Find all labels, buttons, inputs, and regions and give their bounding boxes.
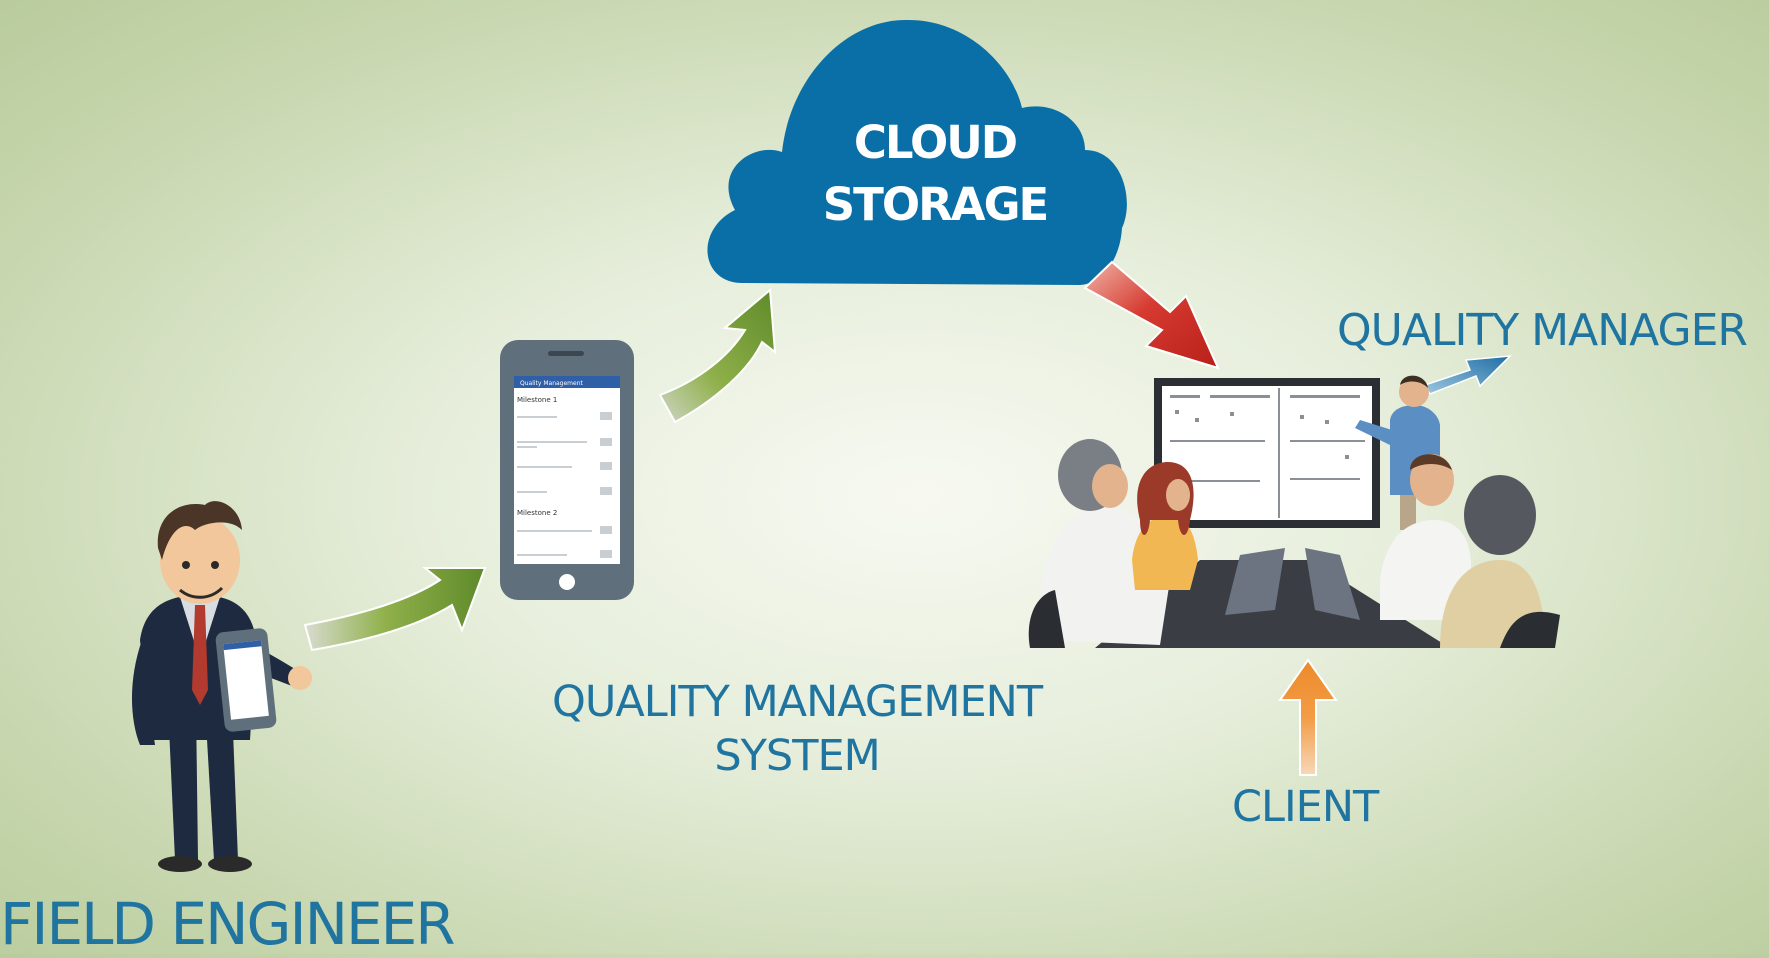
cloud-title-line2: STORAGE bbox=[823, 178, 1048, 231]
quality-manager-label: QUALITY MANAGER bbox=[1337, 305, 1748, 356]
phone-home-button bbox=[559, 574, 575, 590]
phone-section-2: Milestone 2 bbox=[517, 509, 557, 517]
field-engineer-figure bbox=[132, 501, 312, 872]
client-label: CLIENT bbox=[1232, 782, 1379, 832]
phone-speaker bbox=[548, 351, 584, 356]
mobile-phone: Quality Management Milestone 1 Milestone… bbox=[500, 340, 634, 600]
cloud-storage: CLOUD STORAGE bbox=[707, 19, 1127, 285]
field-engineer-label: FIELD ENGINEER bbox=[0, 890, 456, 958]
cloud-shape bbox=[707, 19, 1127, 285]
cloud-title-line1: CLOUD bbox=[854, 116, 1016, 169]
qms-label-line2: SYSTEM bbox=[714, 731, 880, 781]
phone-section-1: Milestone 1 bbox=[517, 396, 557, 404]
arrow-cloud-to-meeting bbox=[1083, 260, 1220, 370]
arrow-meeting-to-quality-manager bbox=[1423, 355, 1512, 395]
arrow-client-to-meeting bbox=[1278, 658, 1338, 776]
meeting-scene bbox=[1028, 375, 1560, 648]
arrow-phone-to-cloud bbox=[658, 287, 777, 424]
phone-app-header bbox=[514, 376, 620, 388]
phone-app-title: Quality Management bbox=[520, 380, 584, 387]
qms-label: QUALITY MANAGEMENT SYSTEM bbox=[552, 675, 1043, 783]
phone-list-lines bbox=[517, 412, 612, 558]
arrow-engineer-to-phone bbox=[303, 567, 487, 652]
qms-label-line1: QUALITY MANAGEMENT bbox=[552, 677, 1043, 727]
